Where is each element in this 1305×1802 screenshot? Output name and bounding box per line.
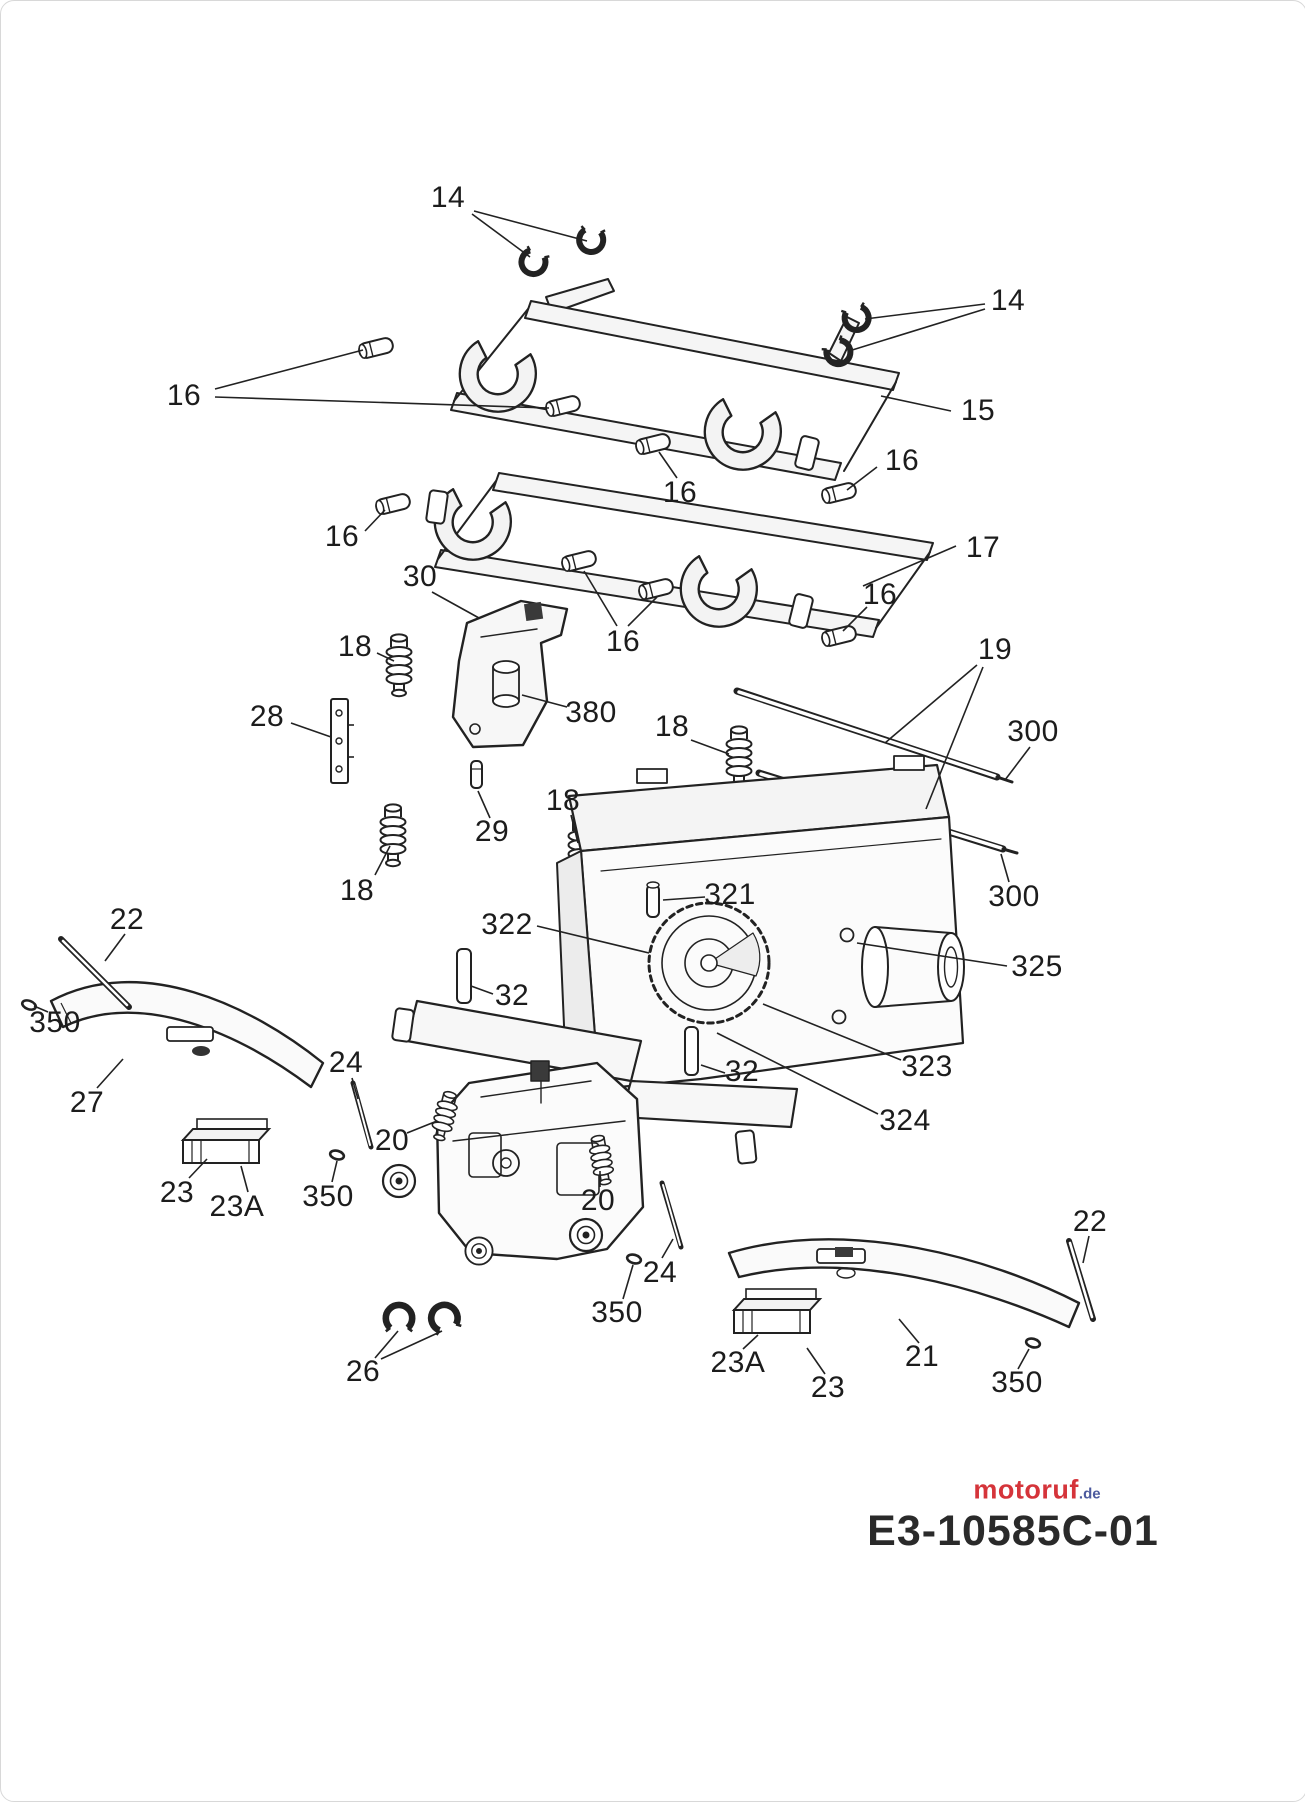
upper-frame-part-15 — [450, 278, 900, 481]
clips-part-26 — [386, 1301, 461, 1335]
right-rail-part-21 — [727, 1238, 1081, 1329]
left-rail-part-27 — [49, 980, 325, 1089]
watermark-main: motoruf — [973, 1474, 1079, 1505]
watermark-suffix: .de — [1078, 1485, 1101, 1503]
diagram-code: E3-10585C-01 — [867, 1507, 1159, 1555]
pin-part-29 — [470, 760, 483, 789]
carriage-assembly — [381, 1060, 645, 1266]
plate-part-28 — [330, 698, 354, 784]
rods-22-24 — [58, 936, 1096, 1322]
leader-lines — [33, 210, 1090, 1375]
blocks-part-23 — [182, 1118, 821, 1334]
bracket-part-30 — [451, 599, 569, 749]
cross-frame-part-32 — [390, 948, 799, 1165]
watermark: motoruf.de — [973, 1475, 1100, 1506]
